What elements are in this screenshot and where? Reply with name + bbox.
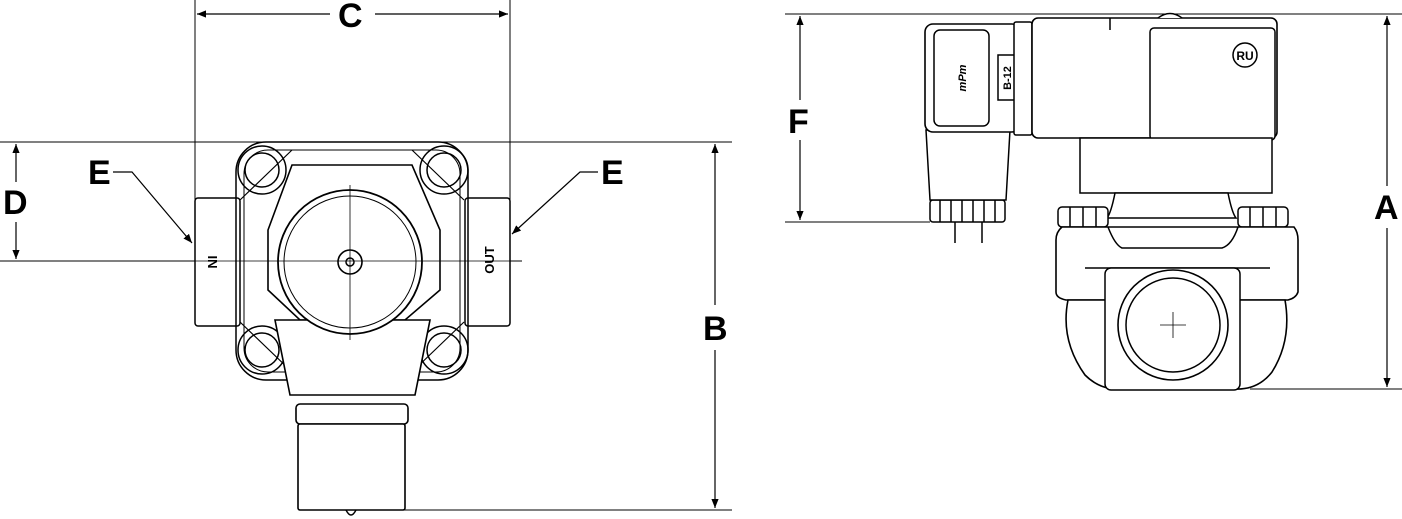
outlet-port-boss: [464, 197, 511, 327]
outlet-label: OUT: [482, 246, 497, 274]
dimension-label-d: D: [3, 184, 28, 222]
ul-cert-circle: [1232, 42, 1258, 68]
inlet-label: IN: [205, 256, 220, 269]
dimension-label-f: F: [788, 103, 809, 141]
connector-lower-body: [925, 129, 1011, 201]
side-view: [785, 12, 1402, 391]
dimension-e-left-leader: [113, 171, 193, 244]
dimension-label-b: B: [703, 310, 728, 348]
cable-gland: [929, 199, 1006, 243]
ul-cert-mark: RU: [1236, 49, 1253, 63]
connector-plug-body: [297, 423, 406, 511]
dimension-e-right-leader: [511, 171, 598, 235]
inlet-port-boss: [194, 197, 241, 327]
dimension-label-e-right: E: [601, 154, 624, 192]
port-inner: [1125, 277, 1221, 373]
dimension-label-c: C: [338, 0, 363, 35]
manufacturer-logo: mPm: [957, 64, 969, 91]
coil-lower: [1079, 137, 1273, 194]
dimension-label-a: A: [1374, 189, 1399, 227]
top-view: [0, 0, 732, 516]
bonnet: [1105, 192, 1238, 219]
dimension-label-e-left: E: [88, 154, 111, 192]
connector-code: B-12: [1002, 66, 1014, 90]
connector-plug-collar: [295, 403, 409, 425]
